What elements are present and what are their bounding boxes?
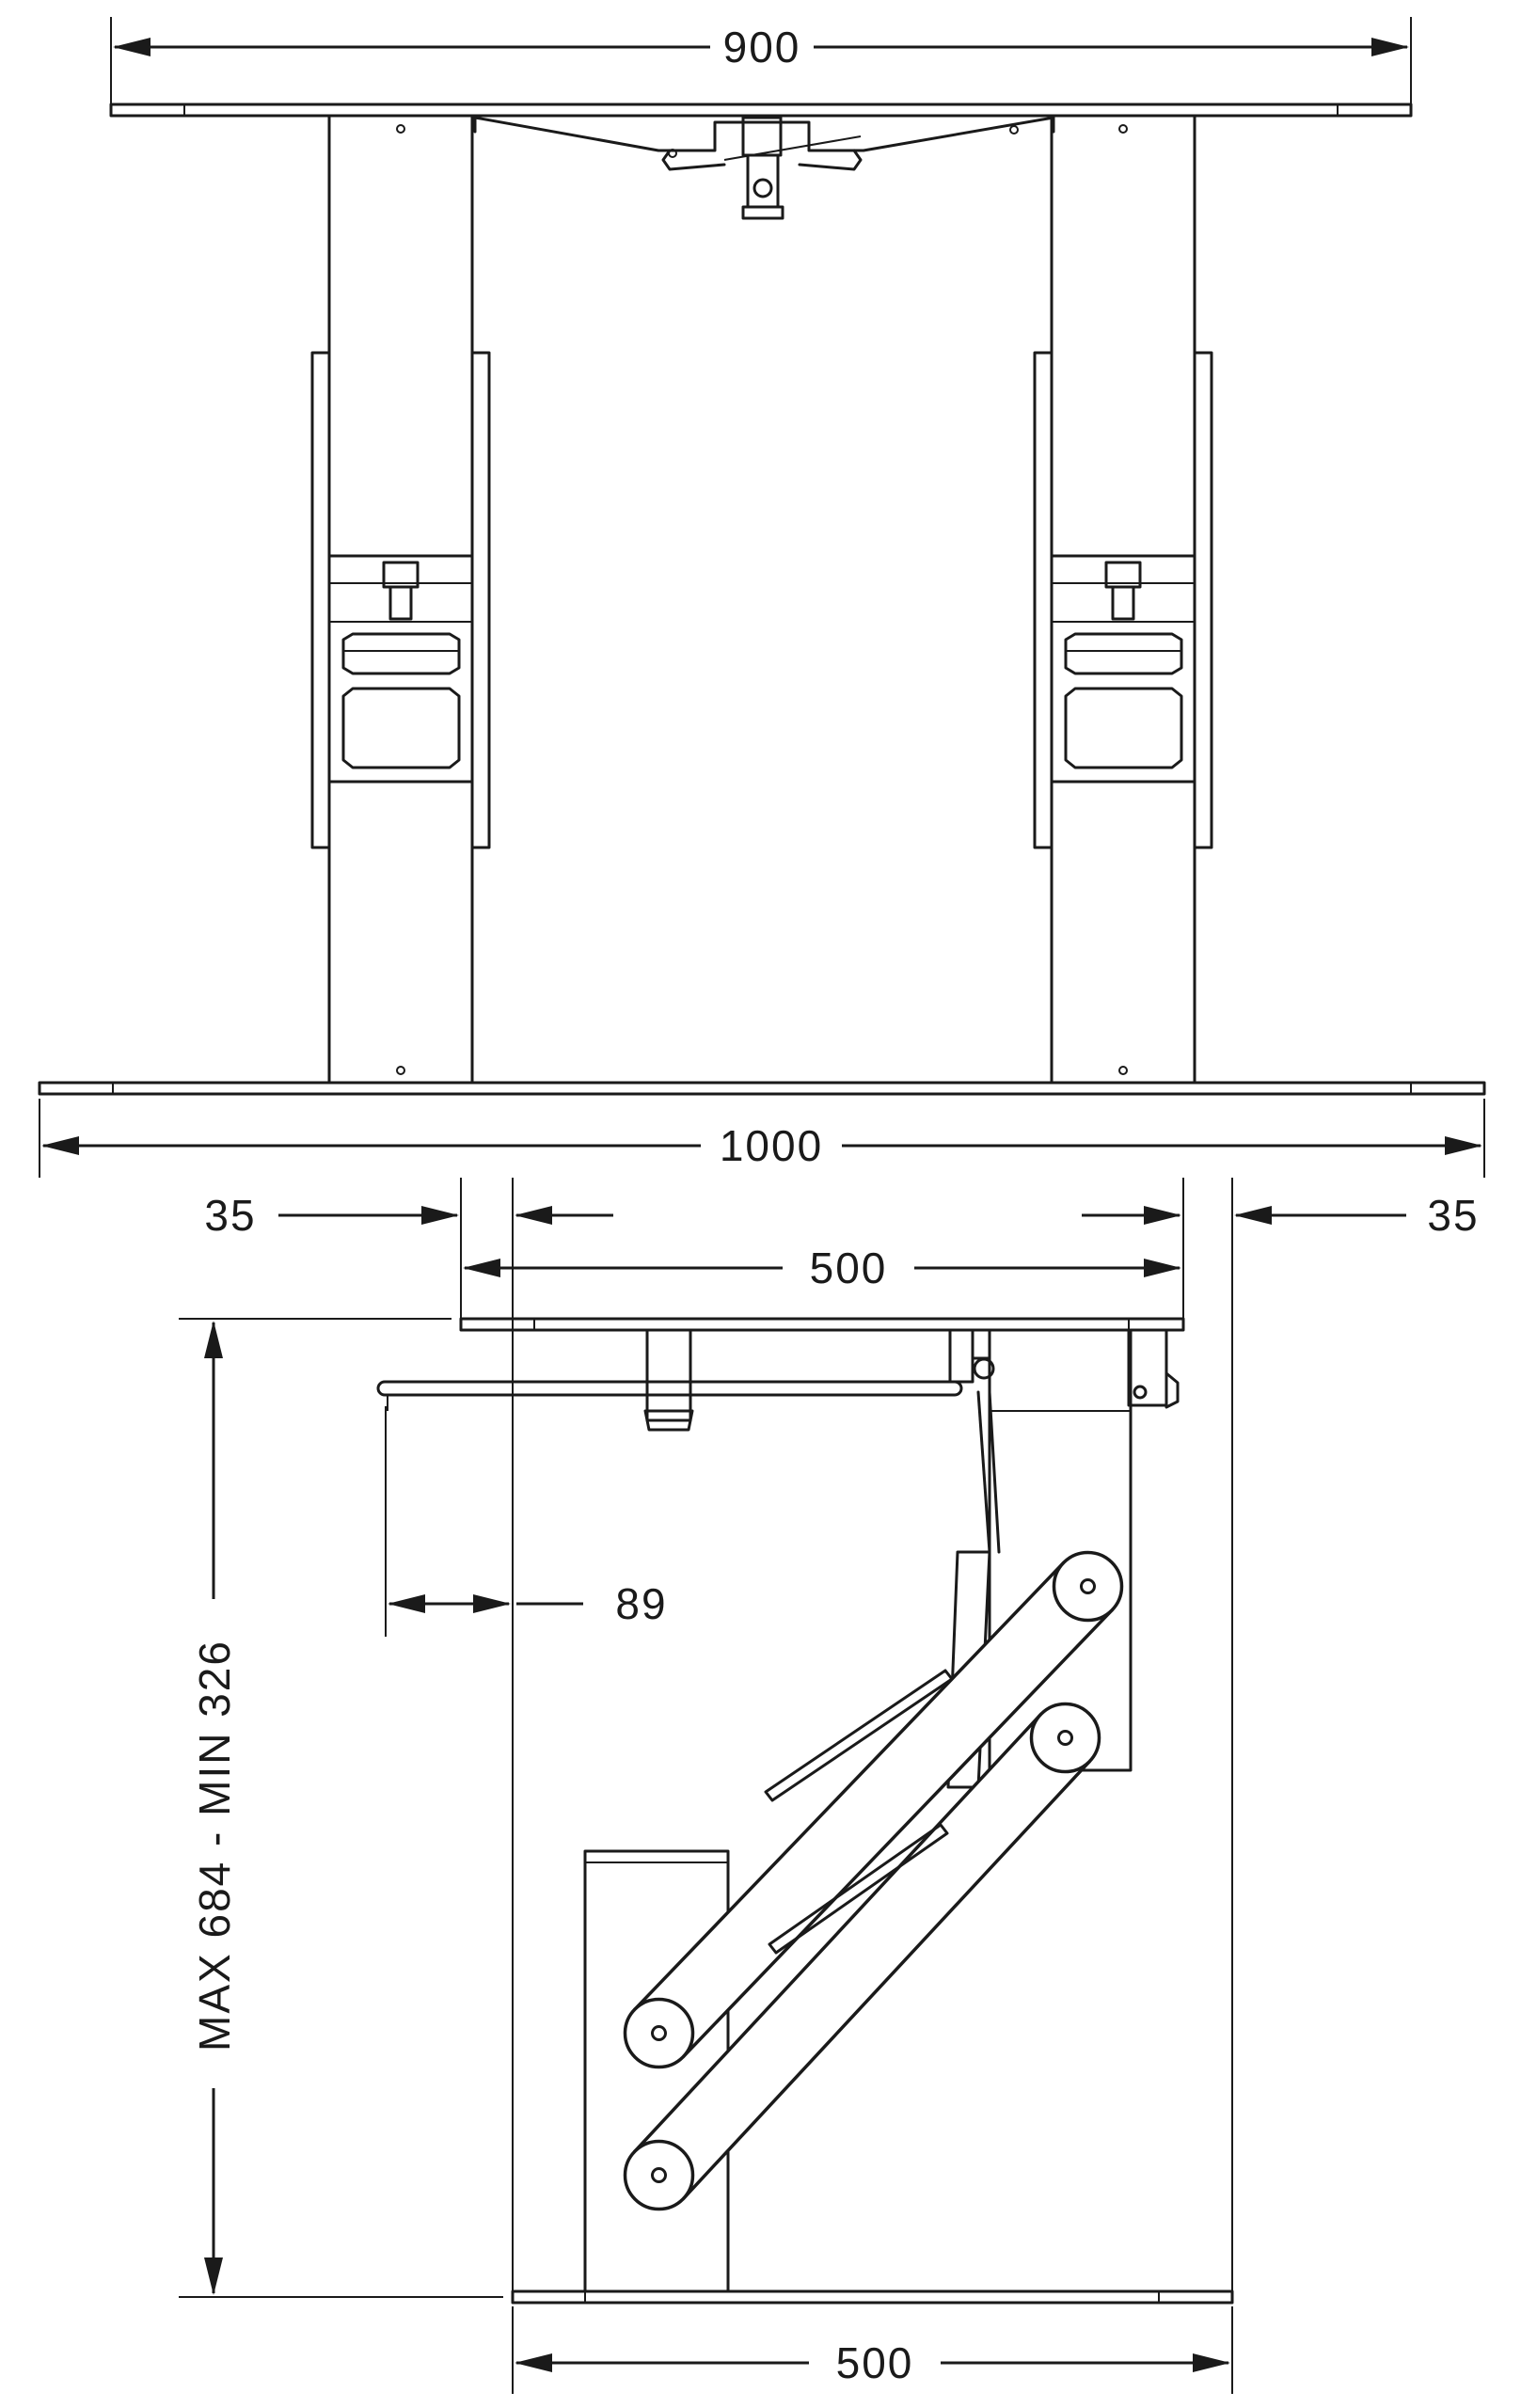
dimension-right-offset: 35 — [1082, 1191, 1479, 1240]
side-upper-arm — [623, 1550, 1124, 2069]
dimension-label-89: 89 — [615, 1579, 667, 1628]
dimension-label-1000: 1000 — [720, 1121, 823, 1170]
dimension-side-top-width: 500 — [463, 1242, 1181, 1294]
front-right-column — [1033, 114, 1213, 1085]
dimension-top-width: 900 — [110, 17, 1412, 103]
side-view: 35 35 500 — [179, 1178, 1479, 2394]
front-tabletop — [109, 103, 1413, 118]
front-view: 900 — [38, 17, 1486, 1178]
front-center-mechanism — [473, 116, 1055, 220]
side-rail — [376, 1328, 1180, 1432]
dimension-overhang: 89 — [385, 1406, 667, 1637]
side-tabletop — [459, 1317, 1185, 1332]
dimension-height-range: MAX 684 - MIN 326 — [179, 1318, 503, 2298]
dimension-base-width: 1000 — [39, 1099, 1485, 1178]
dimension-left-offset: 35 — [204, 1191, 613, 1240]
dimension-label-side-base-500: 500 — [836, 2338, 914, 2387]
dimension-label-left-35: 35 — [204, 1191, 256, 1240]
dimension-side-base-width: 500 — [512, 2306, 1233, 2394]
front-left-column — [310, 114, 491, 1085]
side-lower-arm — [623, 1702, 1101, 2211]
side-base-plate — [511, 2289, 1234, 2305]
dimension-label-900: 900 — [723, 23, 801, 71]
front-base-plate — [38, 1081, 1486, 1096]
dimension-label-right-35: 35 — [1427, 1191, 1479, 1240]
side-lower-column — [583, 1849, 730, 2293]
dimension-label-height-range: MAX 684 - MIN 326 — [190, 1640, 239, 2052]
dimension-label-side-top-500: 500 — [810, 1244, 888, 1292]
